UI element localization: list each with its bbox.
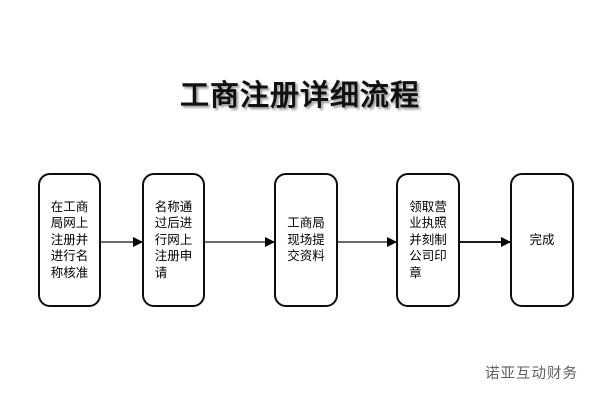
flow-node-3-label: 工商局 现场提 交资料 — [287, 215, 325, 264]
arrow-head-icon — [265, 237, 275, 247]
flow-node-5-label: 完成 — [529, 231, 555, 247]
connector-arrow-1 — [101, 237, 143, 247]
arrow-head-icon — [133, 237, 143, 247]
connector-arrow-3 — [338, 237, 397, 247]
flow-node-2-label: 名称通 过后进 行网上 注册申 请 — [154, 198, 193, 280]
connector-arrow-4 — [460, 237, 511, 247]
connector-line-4 — [460, 241, 510, 243]
connector-arrow-2 — [205, 237, 275, 247]
flow-node-4[interactable]: 领取营 业执照 并刻制 公司印 章 — [396, 173, 460, 307]
connector-line-3 — [338, 241, 396, 243]
flow-node-5[interactable]: 完成 — [510, 173, 574, 307]
flow-node-3[interactable]: 工商局 现场提 交资料 — [274, 173, 338, 307]
flow-node-4-label: 领取营 业执照 并刻制 公司印 章 — [409, 198, 447, 280]
flow-node-1[interactable]: 在工商 局网上 注册并 进行名 称核准 — [38, 173, 101, 307]
arrow-head-icon — [387, 237, 397, 247]
watermark-text: 诺亚互动财务 — [485, 366, 578, 382]
arrow-head-icon — [501, 237, 511, 247]
connector-line-2 — [205, 241, 274, 243]
flow-node-2[interactable]: 名称通 过后进 行网上 注册申 请 — [142, 173, 205, 307]
flow-sequence: 在工商 局网上 注册并 进行名 称核准 名称通 过后进 行网上 注册申 请 工商… — [0, 173, 600, 307]
connector-line-1 — [101, 241, 142, 243]
page-title: 工商注册详细流程 — [179, 78, 420, 112]
flow-node-1-label: 在工商 局网上 注册并 进行名 称核准 — [50, 198, 89, 280]
